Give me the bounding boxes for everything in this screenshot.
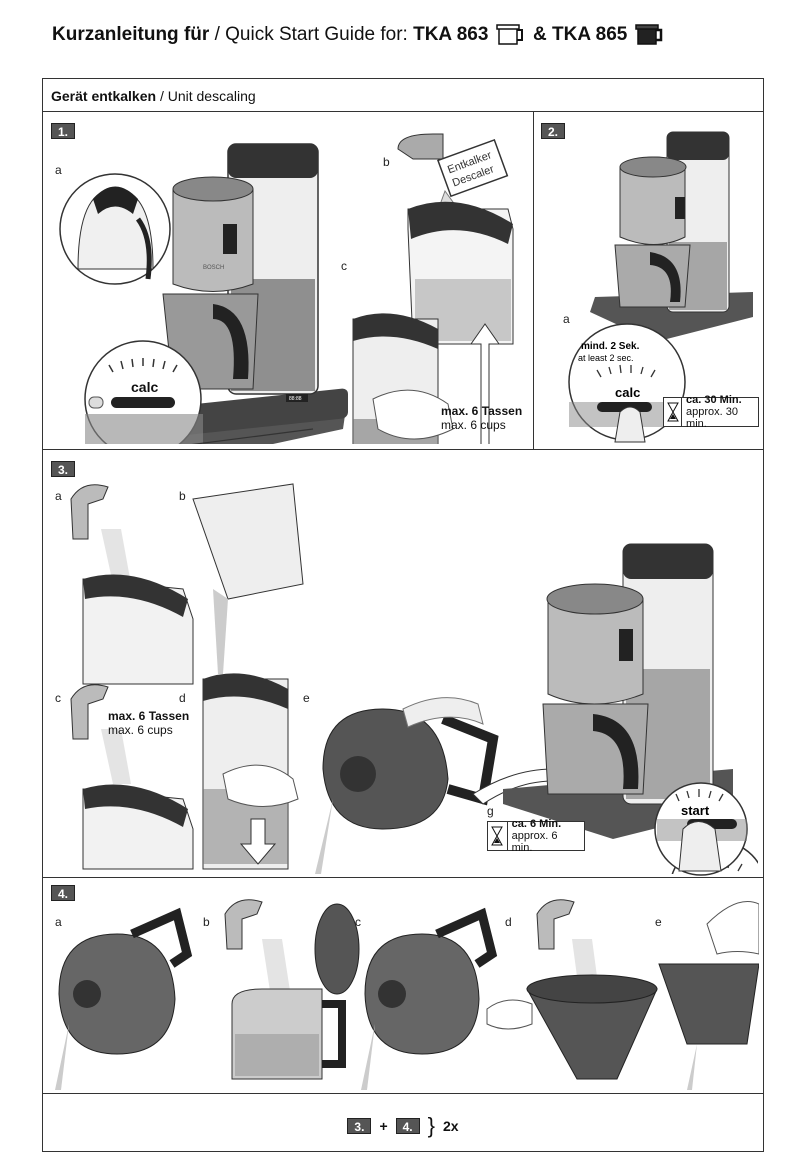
step-4d-label: d [505,915,512,929]
title-de: Kurzanleitung für [52,24,210,46]
start-label: start [681,803,710,818]
step-3b-label: b [179,489,186,503]
page-title: Kurzanleitung für / Quick Start Guide fo… [52,24,667,46]
step-2-timer-box: ca. 30 Min.approx. 30 min. [663,394,759,430]
brace-icon: } [427,1113,435,1138]
step-4-badge: 4. [51,885,75,901]
step-3d-label: d [179,691,186,705]
step-3a-label: a [55,489,62,503]
step-2a-label: a [563,312,570,326]
step-3g-label: g [487,804,494,818]
step-1-illustration: BOSCH 88:88 calc Entkalker Descaler [59,133,514,444]
title-sep: / [214,24,220,46]
calc-label-2: calc [615,385,640,400]
hourglass-icon [664,398,683,426]
repeat-instruction: 3. + 4. } 2x [43,1113,763,1139]
divider [43,449,763,450]
section-title: Gerät entkalken / Unit descaling [51,88,256,104]
model-b: TKA 865 [552,24,628,46]
hold-en: at least 2 sec. [578,353,634,363]
step-3-badge: 3. [51,461,75,477]
hourglass-icon [488,822,508,850]
divider [43,111,763,112]
step-3e-label: e [303,691,310,705]
step-2-badge: 2. [541,123,565,139]
step-3c-label: c [55,691,61,705]
start-zoom-illustration: start [654,782,748,876]
hold-de: mind. 2 Sek. [581,341,640,352]
title-en: Quick Start Guide for: [225,24,408,46]
divider [533,111,534,449]
calc-label: calc [131,379,158,395]
step-1c-label: c [341,259,347,273]
footer-step-4-badge: 4. [395,1118,420,1134]
step-3-cups-caption: max. 6 Tassen max. 6 cups [108,709,190,737]
repeat-count: 2x [442,1118,459,1134]
step-4-illustration [55,899,759,1090]
kettle-outline-icon [495,24,523,45]
step-1b-label: b [383,155,390,169]
step-1-cups-caption: max. 6 Tassen max. 6 cups [441,404,523,432]
divider [43,877,763,878]
model-a: TKA 863 [413,24,489,46]
footer-step-3-badge: 3. [347,1118,372,1134]
plus-sign: + [379,1118,388,1134]
step-4a-label: a [55,915,62,929]
step-1a-label: a [55,163,62,177]
step-1-badge: 1. [51,123,75,139]
brand-mark: BOSCH [203,265,224,271]
instruction-frame: Gerät entkalken / Unit descaling 1. a b … [42,78,764,1152]
kettle-filled-icon [634,24,662,45]
title-amp: & [532,24,547,46]
step-4e-label: e [655,915,662,929]
divider [43,1093,763,1094]
step-4b-label: b [203,915,210,929]
svg-text:88:88: 88:88 [289,396,302,402]
step-3-timer-box: ca. 6 Min.approx. 6 min. [487,818,585,854]
step-4c-label: c [355,915,361,929]
